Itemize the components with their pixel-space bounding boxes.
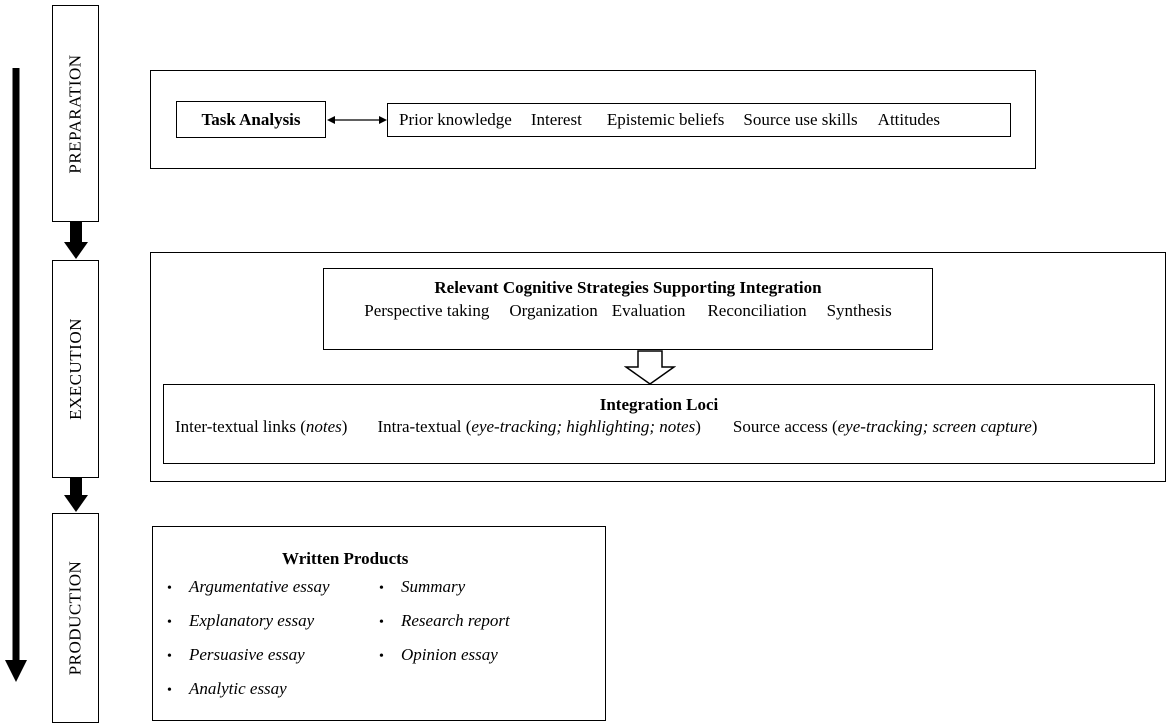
bidirectional-arrow [327, 116, 387, 124]
list-item: •Summary [379, 577, 466, 596]
written-products-box: Written Products •Argumentative essay •E… [152, 526, 606, 721]
list-item: •Explanatory essay [167, 611, 315, 630]
phase-production-label: PRODUCTION [65, 560, 85, 676]
factor-prior-knowledge: Prior knowledge [399, 110, 512, 129]
list-item: •Opinion essay [379, 645, 498, 664]
integration-loci-title: Integration Loci [599, 395, 719, 414]
phase-preparation-label: PREPARATION [65, 53, 85, 174]
strategy-evaluation: Evaluation [611, 301, 686, 320]
list-item: •Persuasive essay [167, 645, 305, 664]
locus-source-access: Source access (eye-tracking; screen capt… [732, 417, 1038, 436]
locus-inter-textual: Inter-textual links (notes) [175, 417, 348, 436]
strategy-organization: Organization [509, 301, 598, 320]
strategy-perspective-taking: Perspective taking [364, 301, 490, 320]
phase-production: PRODUCTION [52, 513, 99, 723]
locus-intra-textual: Intra-textual (eye-tracking; highlightin… [377, 417, 701, 436]
factor-interest: Interest [530, 110, 582, 129]
down-hollow-arrow [624, 350, 676, 385]
task-analysis-label: Task Analysis [201, 109, 301, 129]
phase-preparation: PREPARATION [52, 5, 99, 222]
list-item: •Analytic essay [167, 679, 287, 698]
list-item: •Argumentative essay [167, 577, 330, 596]
down-arrow-prep-exec [64, 222, 88, 259]
strategies-box: Relevant Cognitive Strategies Supporting… [323, 268, 933, 350]
strategy-reconciliation: Reconciliation [707, 301, 807, 320]
strategies-title: Relevant Cognitive Strategies Supporting… [434, 278, 822, 297]
phase-execution-label: EXECUTION [65, 318, 85, 420]
phase-execution: EXECUTION [52, 260, 99, 478]
written-products-title: Written Products [282, 549, 409, 568]
down-arrow-exec-prod [64, 478, 88, 512]
strategy-synthesis: Synthesis [826, 301, 892, 320]
factor-attitudes: Attitudes [877, 110, 941, 129]
list-item: •Research report [379, 611, 510, 630]
products-list-right: •Summary •Research report •Opinion essay [379, 575, 510, 677]
products-list-left: •Argumentative essay •Explanatory essay … [167, 575, 330, 711]
timeline-arrow [5, 68, 27, 682]
factor-source-use-skills: Source use skills [743, 110, 858, 129]
task-analysis-box: Task Analysis [176, 101, 326, 138]
learner-factors-box: Prior knowledge Interest Epistemic belie… [387, 103, 1011, 137]
factor-epistemic-beliefs: Epistemic beliefs [606, 110, 725, 129]
integration-loci-box: Integration Loci Inter-textual links (no… [163, 384, 1155, 464]
